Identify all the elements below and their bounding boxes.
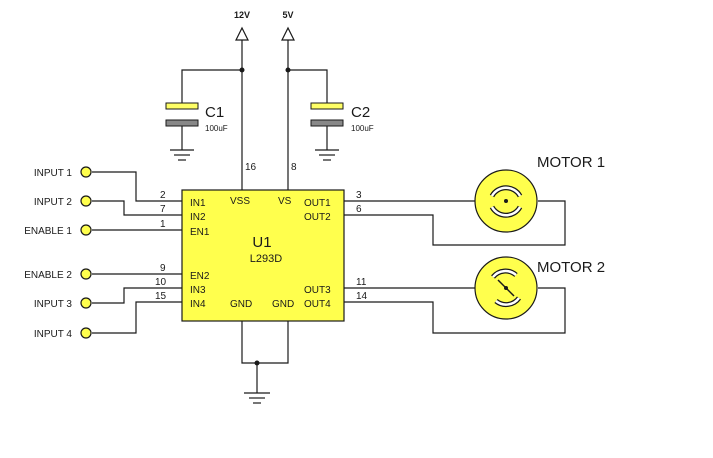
pin-number-in4: 15 (155, 291, 167, 302)
label-enable-2: ENABLE 2 (24, 270, 72, 281)
capacitor-c1-ref: C1 (205, 104, 224, 121)
ic-ref: U1 (252, 234, 271, 251)
label-input-1: INPUT 1 (34, 168, 73, 179)
terminal-enable-1[interactable] (80, 224, 92, 236)
rail-12v-label: 12V (234, 10, 250, 20)
terminal-input-3[interactable] (80, 297, 92, 309)
capacitor-c2-value: 100uF (351, 124, 374, 133)
pin-number-vss: 16 (245, 162, 257, 173)
ic-part: L293D (250, 253, 282, 265)
ic-pin-en2: EN2 (190, 271, 210, 282)
motor-2: MOTOR 2 (474, 256, 605, 320)
ground-icon (244, 392, 270, 404)
terminal-enable-2[interactable] (80, 268, 92, 280)
capacitor-c2-ref: C2 (351, 104, 370, 121)
motor-1: MOTOR 1 (474, 154, 605, 233)
capacitor-plate-negative (165, 119, 199, 127)
pin-number-en2: 9 (160, 263, 166, 274)
ic-pin-in2: IN2 (190, 212, 206, 223)
ic-pin-vs: VS (278, 196, 292, 207)
pin-number-vs: 8 (291, 162, 297, 173)
ground-icon (170, 149, 194, 161)
rail-5v-arrow-icon (281, 26, 295, 41)
pin-number-en1: 1 (160, 219, 166, 230)
ic-pin-out1: OUT1 (304, 198, 331, 209)
ic-pin-gnd-1: GND (230, 299, 252, 310)
pin-number-in1: 2 (160, 190, 166, 201)
input-terminals: INPUT 1 INPUT 2 ENABLE 1 ENABLE 2 INPUT … (24, 166, 92, 340)
pin-number-in3: 10 (155, 277, 167, 288)
capacitor-c1: C1 100uF (165, 102, 228, 161)
terminal-input-1[interactable] (80, 166, 92, 178)
output-wires (344, 200, 566, 334)
motor-rotor-icon (491, 268, 522, 308)
input-wires (92, 171, 182, 334)
rail-5v: 5V (281, 10, 328, 190)
ic-pin-out4: OUT4 (304, 299, 331, 310)
ground-icon (315, 149, 339, 161)
label-input-2: INPUT 2 (34, 197, 73, 208)
pin-number-out2: 6 (356, 204, 362, 215)
ic-pin-out3: OUT3 (304, 285, 331, 296)
rail-5v-label: 5V (282, 10, 293, 20)
ic-body (181, 189, 345, 322)
ic-u1: U1 L293D IN1 IN2 EN1 EN2 IN3 IN4 VSS VS … (181, 189, 345, 322)
motor-rotor-icon (489, 185, 523, 218)
terminal-input-4[interactable] (80, 327, 92, 339)
ic-pin-gnd-2: GND (272, 299, 294, 310)
motor-2-label: MOTOR 2 (537, 259, 605, 276)
label-input-3: INPUT 3 (34, 299, 73, 310)
rail-12v: 12V (181, 10, 250, 190)
pin-number-in2: 7 (160, 204, 166, 215)
label-input-4: INPUT 4 (34, 329, 73, 340)
ic-pin-in3: IN3 (190, 285, 206, 296)
label-enable-1: ENABLE 1 (24, 226, 72, 237)
ic-pin-in1: IN1 (190, 198, 206, 209)
capacitor-c2: C2 100uF (310, 102, 374, 161)
pin-number-out1: 3 (356, 190, 362, 201)
pin-number-out4: 14 (356, 291, 368, 302)
ground-net (241, 321, 289, 404)
capacitor-c1-value: 100uF (205, 124, 228, 133)
terminal-input-2[interactable] (80, 195, 92, 207)
pin-number-out3: 11 (356, 277, 367, 288)
capacitor-plate-positive (310, 102, 344, 110)
ic-pin-in4: IN4 (190, 299, 206, 310)
capacitor-plate-negative (310, 119, 344, 127)
ic-pin-vss: VSS (230, 196, 250, 207)
motor-1-label: MOTOR 1 (537, 154, 605, 171)
ic-pin-out2: OUT2 (304, 212, 331, 223)
rail-12v-arrow-icon (235, 26, 249, 41)
capacitor-plate-positive (165, 102, 199, 110)
ic-pin-en1: EN1 (190, 227, 210, 238)
